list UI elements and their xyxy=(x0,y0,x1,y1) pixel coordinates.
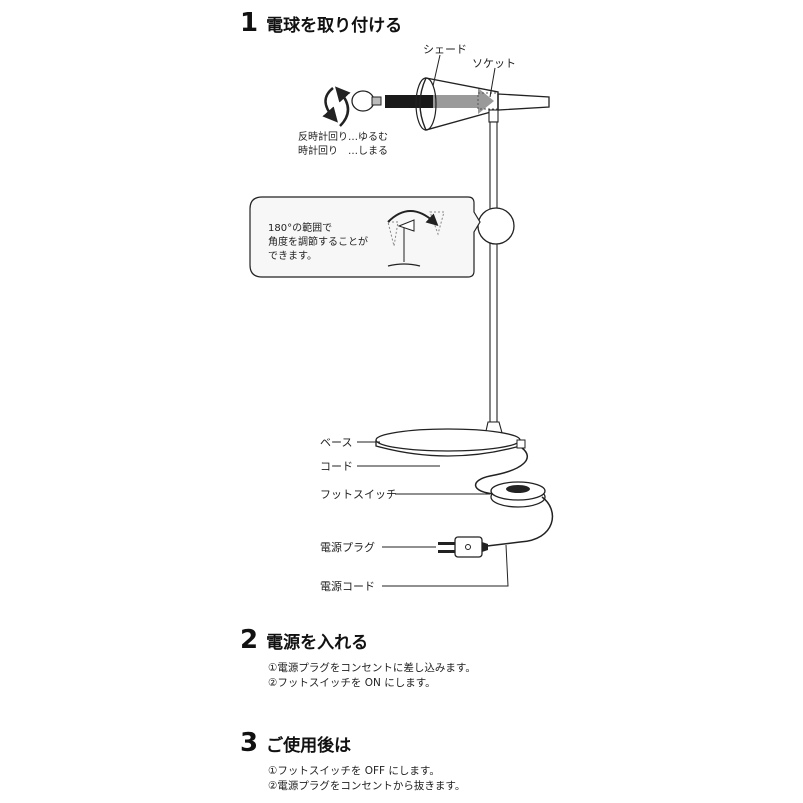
label-shade: シェード xyxy=(423,43,467,56)
mini-lamp-icon xyxy=(387,210,445,267)
step-3: 3 ご使用後は ①フットスイッチを OFF にします。 ②電源プラグをコンセント… xyxy=(240,730,465,794)
lamp-diagram: シェード ソケット 反時計回り…ゆるむ 時計回り …しまる 180°の範囲で 角… xyxy=(249,43,554,593)
step-1-title: 電球を取り付ける xyxy=(266,16,403,36)
label-cord: コード xyxy=(320,460,353,473)
callout-line-2: 角度を調節することが xyxy=(268,235,368,248)
step-1-number: 1 xyxy=(240,8,259,38)
label-socket: ソケット xyxy=(472,57,516,70)
step-2-title: 電源を入れる xyxy=(266,633,369,653)
label-rotate-loosen: 反時計回り…ゆるむ xyxy=(298,130,388,143)
label-base: ベース xyxy=(320,436,352,449)
rotation-arrows-icon xyxy=(322,86,351,127)
step-1: 1 電球を取り付ける xyxy=(240,10,402,36)
step-2-number: 2 xyxy=(240,625,259,655)
step-3-title: ご使用後は xyxy=(266,736,352,756)
label-rotate-tighten: 時計回り …しまる xyxy=(298,144,388,157)
light-bulb-icon xyxy=(351,90,382,112)
shade-icon xyxy=(415,77,550,131)
cord-line xyxy=(474,447,528,495)
lamp-pole xyxy=(483,109,505,441)
power-plug-icon xyxy=(438,536,488,558)
callout-box xyxy=(249,196,481,278)
foot-switch-icon xyxy=(490,481,546,508)
lamp-base xyxy=(375,428,526,457)
step-2-line-2: ②フットスイッチを ON にします。 xyxy=(268,677,436,689)
power-cord-line xyxy=(486,496,554,547)
step-3-line-1: ①フットスイッチを OFF にします。 xyxy=(268,765,440,777)
label-power-cord: 電源コード xyxy=(320,579,375,593)
callout-line-3: できます。 xyxy=(268,250,317,262)
step-3-number: 3 xyxy=(240,728,259,758)
step-3-line-2: ②電源プラグをコンセントから抜きます。 xyxy=(268,780,466,792)
label-power-plug: 電源プラグ xyxy=(320,540,375,554)
joint-knob-icon xyxy=(477,207,515,245)
label-foot-switch: フットスイッチ xyxy=(320,488,397,501)
step-2-line-1: ①電源プラグをコンセントに差し込みます。 xyxy=(268,662,476,674)
step-2: 2 電源を入れる ①電源プラグをコンセントに差し込みます。 ②フットスイッチを … xyxy=(240,627,476,691)
callout-line-1: 180°の範囲で xyxy=(268,221,332,234)
